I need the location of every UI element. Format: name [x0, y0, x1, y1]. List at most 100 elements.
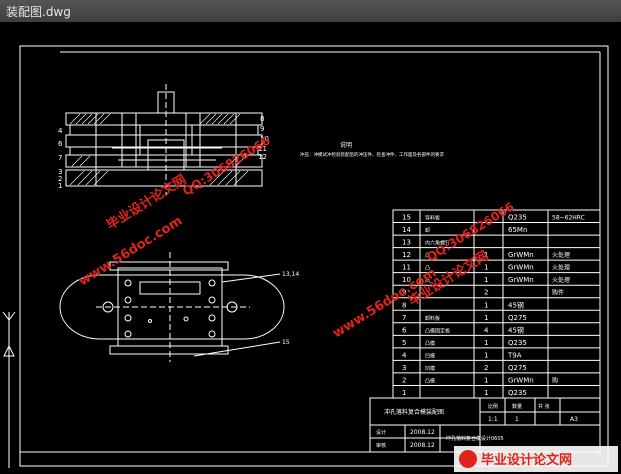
section-view: [65, 84, 263, 196]
plan-view: 13,14 15: [59, 252, 299, 362]
bom-cell-no: 15: [402, 214, 411, 222]
bom-cell-no: 4: [402, 351, 407, 359]
window-title-bar: 装配图.dwg: [0, 0, 621, 23]
ucs-icon: [2, 311, 16, 468]
bom-cell-note: 火处理: [552, 264, 570, 272]
bom-cell-mat: Q235: [508, 389, 527, 397]
bom-cell-no: 6: [402, 326, 407, 334]
notes-heading: 说明: [340, 141, 352, 149]
bom-cell-name: 凸模: [425, 377, 435, 384]
bom-cell-name: 凸模: [425, 340, 435, 347]
callout-3: 3: [58, 168, 62, 176]
callout-9: 9: [260, 125, 264, 133]
bom-cell-qty: 4: [484, 326, 489, 334]
bom-cell-mat: Q275: [508, 364, 527, 372]
bom-cell-mat: 45钢: [508, 325, 524, 334]
watermark-site-1: www.56doc.com: [76, 213, 185, 289]
callout-1: 1: [58, 182, 62, 190]
review-date: 2008.12: [410, 442, 435, 449]
bom-cell-no: 13: [402, 239, 411, 247]
bom-cell-name: 凸模固定板: [425, 327, 450, 334]
bom-cell-mat: Q275: [508, 314, 527, 322]
bom-cell-no: 1: [402, 389, 406, 397]
scale-value: 1:1: [488, 416, 498, 423]
bom-cell-no: 8: [402, 301, 406, 309]
drawing-code: 冲孔落料复合模设计0605: [446, 435, 504, 442]
bom-cell-qty: 2: [484, 289, 488, 297]
document-title: 装配图.dwg: [6, 5, 71, 19]
bom-cell-mat: 45钢: [508, 300, 524, 309]
watermark-qq-1: QQ:306826066: [180, 133, 273, 198]
bom-cell-name: 凹模: [425, 365, 435, 372]
bom-cell-qty: 1: [484, 351, 488, 359]
bom-cell-mat: 65Mn: [508, 226, 527, 234]
qty-value: 1: [515, 416, 519, 423]
corner-badge: 毕业设计论文网: [454, 446, 618, 472]
bom-cell-name: 凹模: [425, 352, 435, 359]
designer-label: 设计: [376, 429, 386, 436]
bom-cell-no: 12: [402, 251, 411, 259]
sheet-label: 共 张: [538, 403, 550, 410]
scale-label: 比例: [488, 403, 498, 410]
bom-cell-name: 卸: [425, 227, 430, 234]
bom-cell-no: 3: [402, 364, 406, 372]
bom-cell-mat: GrWMn: [508, 376, 534, 384]
bom-cell-mat: Q235: [508, 339, 527, 347]
callout-15: 15: [282, 339, 290, 346]
notes-line-1: 冲压：冲模试冲检验装配后的冲压件、检查冲件、工作面及各部件的要求: [300, 151, 444, 158]
technical-notes: 说明 冲压：冲模试冲检验装配后的冲压件、检查冲件、工作面及各部件的要求: [300, 141, 444, 158]
bom-cell-no: 2: [402, 376, 406, 384]
sheet-size: A3: [570, 416, 578, 423]
callout-6: 6: [58, 140, 63, 148]
bom-cell-name: 导料板: [425, 215, 440, 222]
title-block: 冲孔落料复合模装配图 比例 数量 共 张 1:1 1 A3 设计 审核 2008…: [369, 397, 601, 453]
bom-cell-name: 凸: [425, 253, 430, 259]
drawing-border: [19, 45, 609, 467]
callout-11: 11: [258, 145, 267, 153]
bom-cell-qty: 1: [484, 276, 488, 284]
callout-12: 12: [258, 153, 267, 161]
bom-cell-note: 购件: [552, 289, 564, 297]
bom-cell-mat: GrWMn: [508, 264, 534, 272]
bom-cell-note: 58~62HRC: [552, 215, 585, 222]
bom-cell-no: 14: [402, 226, 411, 234]
bom-cell-qty: 2: [484, 364, 488, 372]
bom-cell-name: 卸料板: [425, 315, 440, 322]
bom-cell-name: 内六角螺钉: [425, 240, 450, 247]
bom-cell-no: 11: [402, 264, 411, 272]
bom-cell-qty: 1: [484, 389, 488, 397]
bom-cell-note: 火处理: [552, 276, 570, 284]
bom-cell-note: 火处理: [552, 251, 570, 259]
bom-cell-no: 5: [402, 339, 406, 347]
callout-2: 2: [58, 175, 62, 183]
section-callouts: 4 8 9 10 11 12 6 7 3 2 1: [58, 115, 269, 190]
bom-cell-qty: 1: [484, 376, 488, 384]
callout-4: 4: [58, 127, 63, 135]
cad-drawing: 4 8 9 10 11 12 6 7 3 2 1 13,14 15: [2, 45, 618, 472]
bom-cell-no: 10: [402, 276, 411, 284]
bom-cell-mat: GrWMn: [508, 251, 534, 259]
bom-cell-no: 9: [402, 289, 406, 297]
bom-cell-mat: T9A: [507, 351, 522, 359]
bom-cell-name: 凸: [425, 278, 430, 284]
bom-cell-qty: 1: [484, 339, 488, 347]
callout-8: 8: [260, 115, 264, 123]
drawing-name: 冲孔落料复合模装配图: [384, 408, 444, 416]
callout-10: 10: [260, 135, 269, 143]
bom-cell-mat: GrWMn: [508, 276, 534, 284]
bom-cell-qty: 1: [484, 251, 488, 259]
bom-cell-qty: 1: [484, 301, 488, 309]
bom-cell-name: 凸: [425, 266, 430, 272]
bom-cell-mat: Q235: [508, 214, 527, 222]
callout-13-14: 13,14: [282, 271, 299, 278]
bom-cell-qty: 1: [484, 314, 488, 322]
callout-7: 7: [58, 154, 62, 162]
design-date: 2008.12: [410, 429, 435, 436]
reviewer-label: 审核: [376, 442, 386, 449]
qty-label: 数量: [512, 403, 522, 410]
bom-cell-qty: 1: [484, 264, 488, 272]
drawing-canvas[interactable]: 4 8 9 10 11 12 6 7 3 2 1 13,14 15: [0, 22, 621, 474]
bom-cell-no: 7: [402, 314, 406, 322]
corner-badge-text: 毕业设计论文网: [481, 452, 572, 468]
